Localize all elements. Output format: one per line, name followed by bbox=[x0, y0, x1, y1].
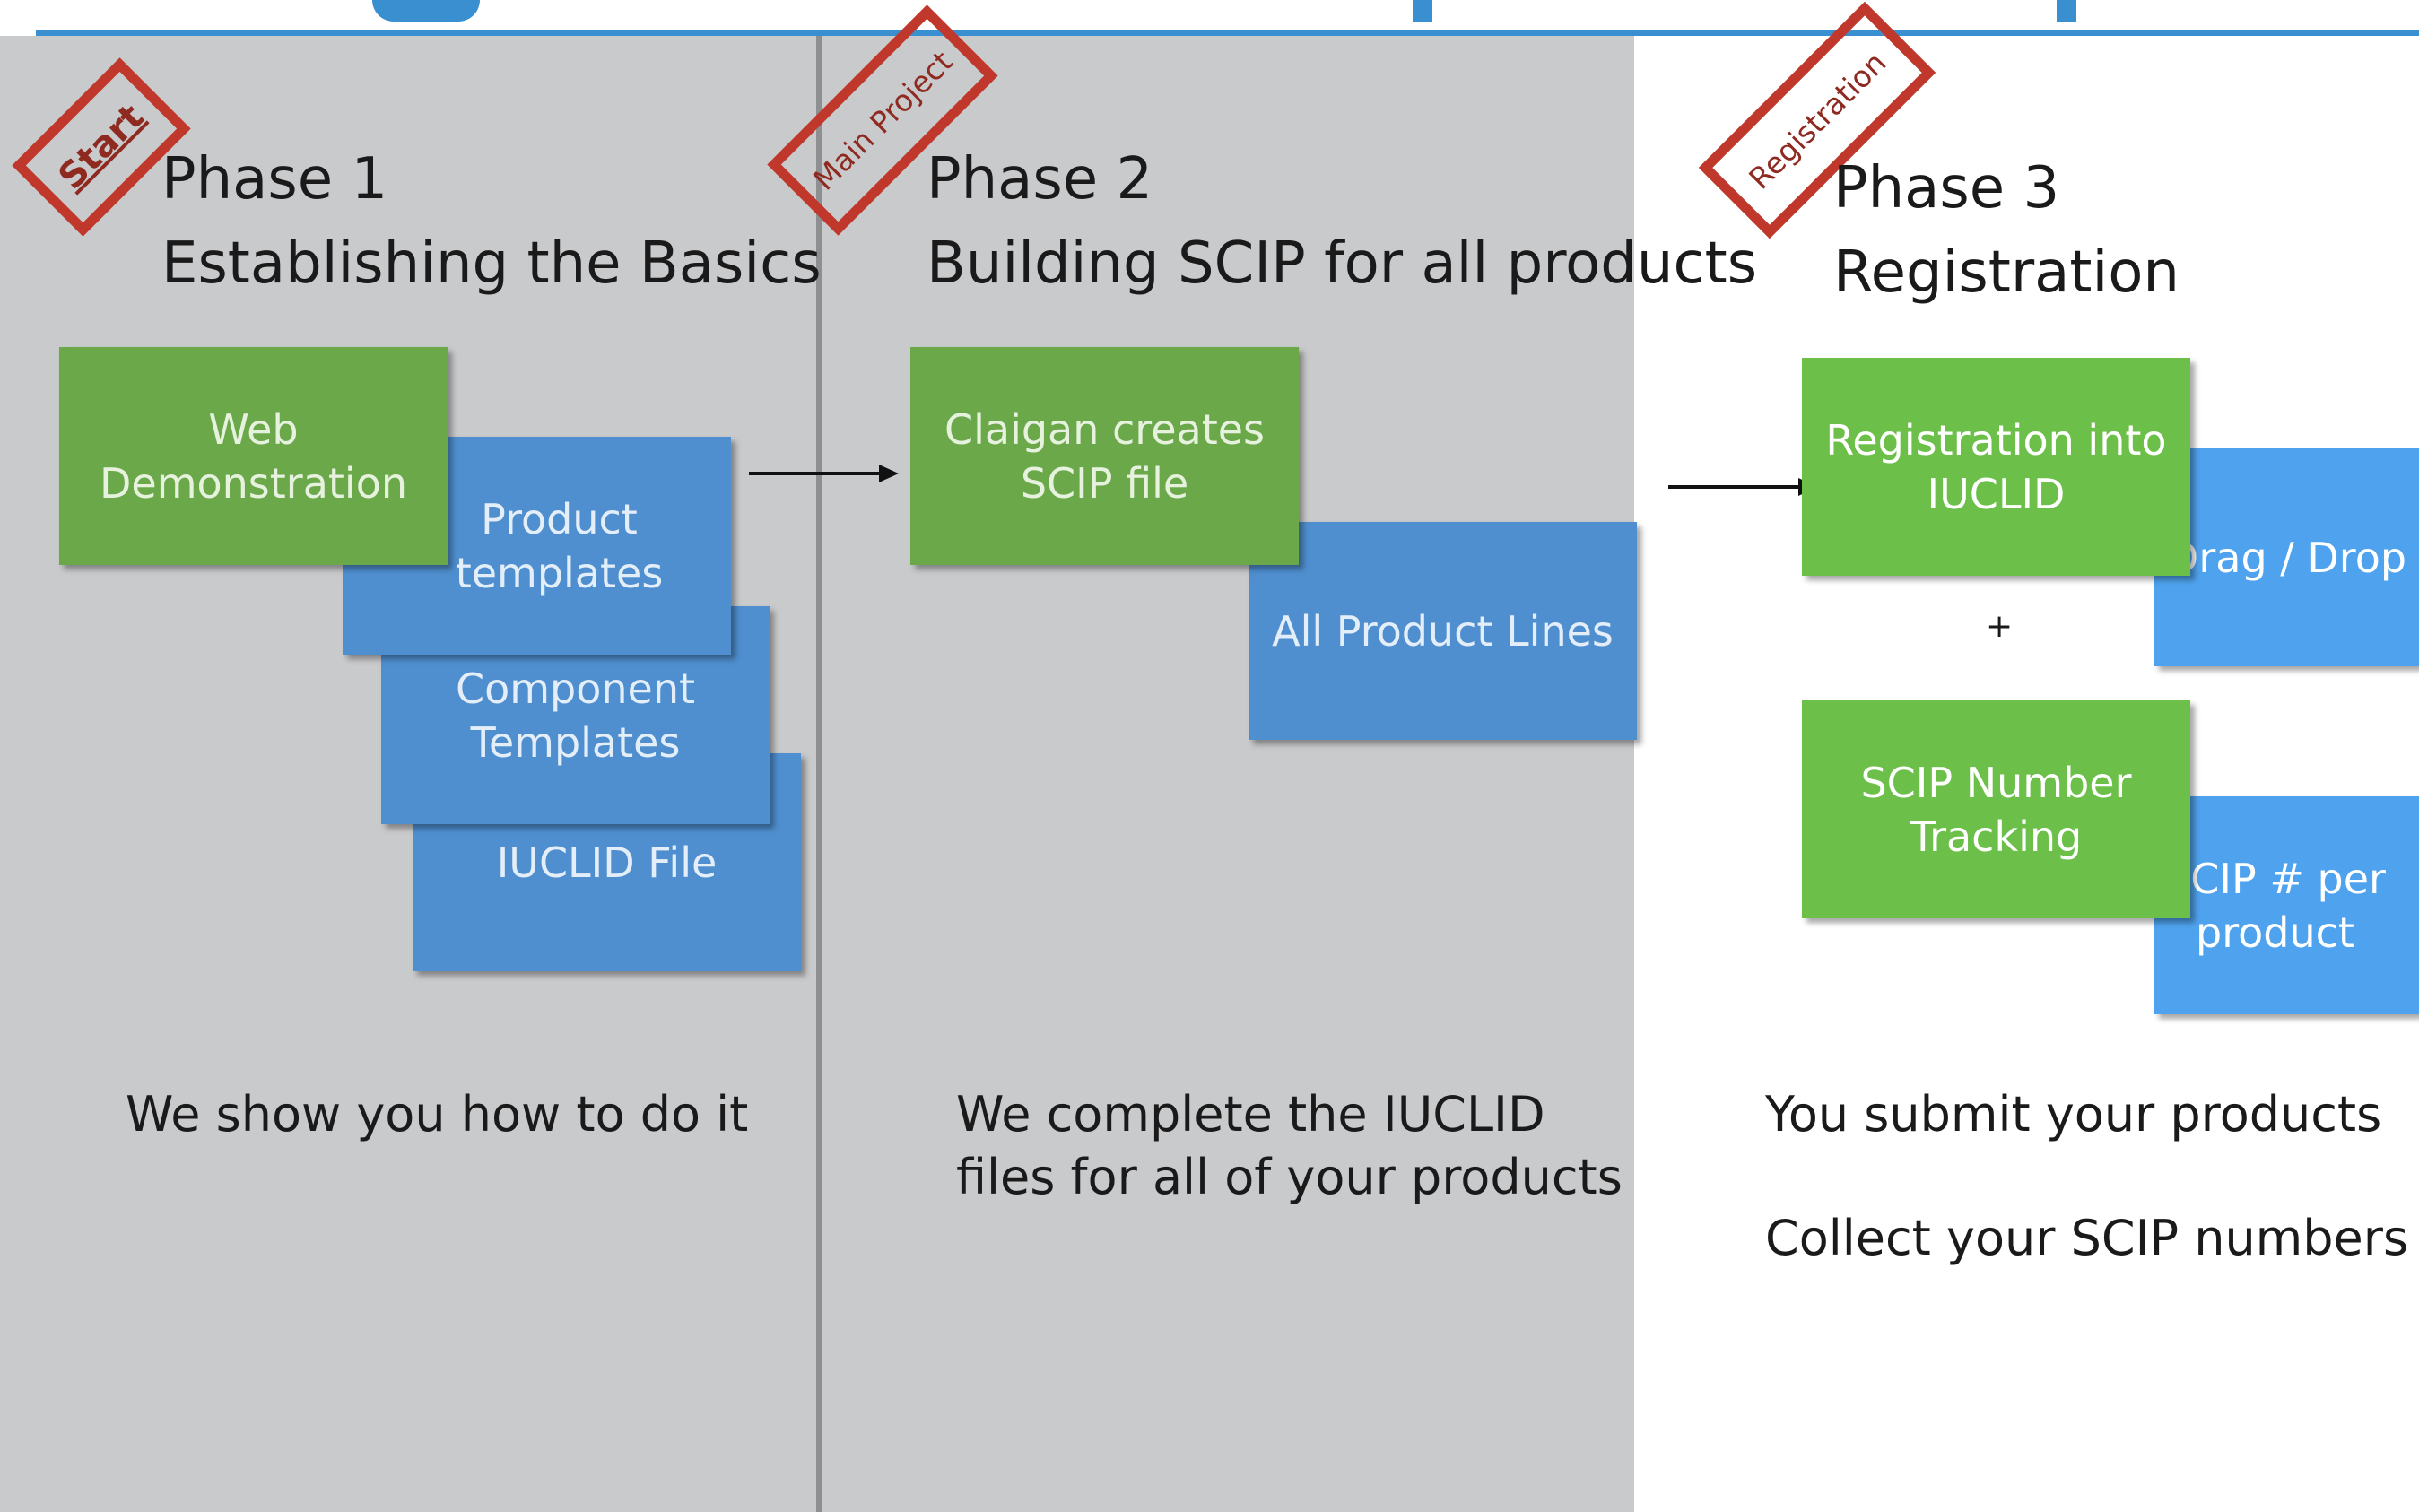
start-stamp-label: Start bbox=[50, 96, 152, 198]
header-rule bbox=[36, 30, 2419, 36]
claigan-creates-scip-box: Claigan creates SCIP file bbox=[910, 347, 1299, 565]
phase-2-subtitle: Building SCIP for all products bbox=[927, 230, 1758, 297]
scip-number-tracking-box: SCIP Number Tracking bbox=[1802, 700, 2190, 918]
registration-into-iuclid-box: Registration into IUCLID bbox=[1802, 358, 2190, 576]
phase-1-title: Phase 1 bbox=[161, 146, 388, 213]
header-bracket-right-fragment bbox=[2057, 0, 2076, 22]
arrow-phase1-to-phase2 bbox=[749, 465, 899, 482]
header-bracket-left-fragment bbox=[1413, 0, 1432, 22]
scip-per-product-box: SCIP # per product bbox=[2154, 796, 2419, 1014]
phase-divider bbox=[816, 36, 822, 1512]
phase-3-subtitle: Registration bbox=[1833, 239, 2180, 306]
web-demonstration-box: Web Demonstration bbox=[59, 347, 448, 565]
phase-3-description-submit: You submit your products bbox=[1765, 1086, 2382, 1143]
header-title-fragment bbox=[372, 0, 480, 22]
arrow-phase2-to-phase3 bbox=[1668, 478, 1818, 496]
drag-drop-box: Drag / Drop bbox=[2154, 448, 2419, 666]
component-templates-box: Component Templates bbox=[381, 606, 770, 824]
phase-1-subtitle: Establishing the Basics bbox=[161, 230, 822, 297]
phase-2-heading: Phase 2 Building SCIP for all products bbox=[927, 137, 1757, 306]
phase-2-description: We complete the IUCLID files for all of … bbox=[956, 1086, 1623, 1205]
plus-sign: + bbox=[1986, 608, 2014, 645]
phase-3-title: Phase 3 bbox=[1833, 155, 2060, 222]
all-product-lines-box: All Product Lines bbox=[1249, 522, 1637, 740]
phase-3-heading: Phase 3 Registration bbox=[1833, 146, 2180, 315]
phase-2-title: Phase 2 bbox=[927, 146, 1153, 213]
phase-3-description-collect: Collect your SCIP numbers bbox=[1765, 1210, 2409, 1266]
phase-1-description: We show you how to do it bbox=[126, 1086, 749, 1143]
phase-1-heading: Phase 1 Establishing the Basics bbox=[161, 137, 822, 306]
